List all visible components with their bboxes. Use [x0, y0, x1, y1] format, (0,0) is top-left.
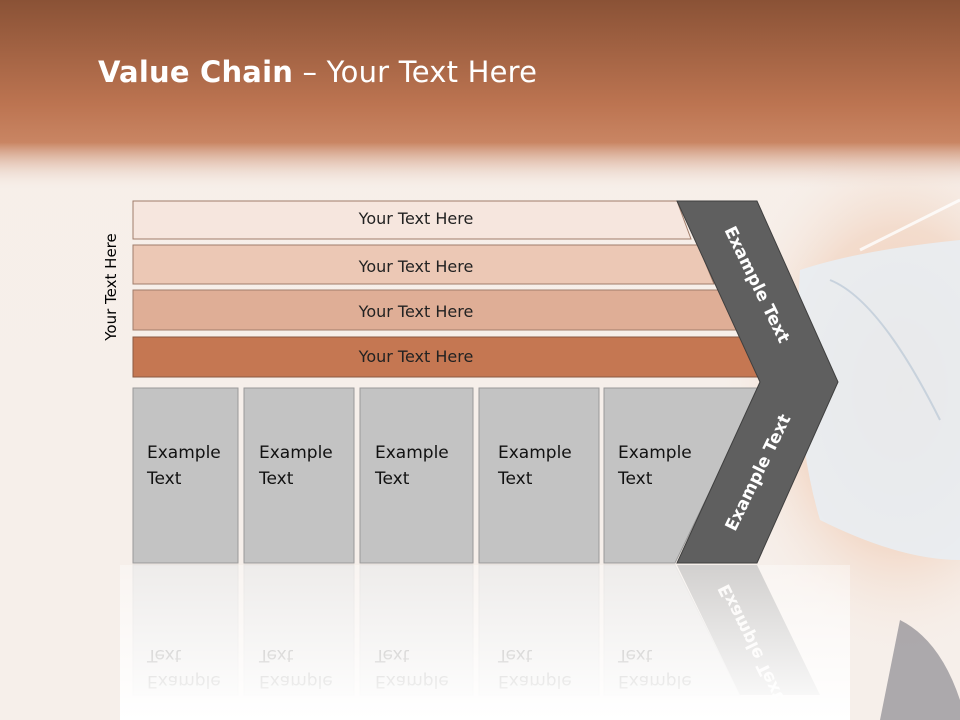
bar-3-label: Your Text Here [358, 302, 474, 321]
box-5: Example Text [603, 387, 761, 564]
box-3: Example Text [359, 387, 474, 564]
bar-4-label: Your Text Here [358, 347, 474, 366]
box-2-line2: Text [258, 469, 294, 489]
bar-3: Your Text Here [132, 289, 739, 331]
box-2-line1: Example [259, 443, 333, 463]
box-4-line1: Example [498, 443, 572, 463]
box-2: Example Text [243, 387, 355, 564]
page-title: Value Chain – Your Text Here [98, 55, 538, 89]
bar-2: Your Text Here [132, 244, 715, 285]
box-5-line1: Example [618, 443, 692, 463]
box-3-line2: Text [374, 469, 410, 489]
box-1-line2: Text [146, 469, 182, 489]
box-4: Example Text [478, 387, 600, 564]
bar-4: Your Text Here [132, 336, 764, 378]
bar-1-label: Your Text Here [358, 209, 474, 228]
bar-1: Your Text Here [132, 200, 692, 240]
box-1-line1: Example [147, 443, 221, 463]
bar-2-label: Your Text Here [358, 257, 474, 276]
box-5-line2: Text [617, 469, 653, 489]
box-3-line1: Example [375, 443, 449, 463]
box-1: Example Text [132, 387, 239, 564]
box-4-line2: Text [497, 469, 533, 489]
